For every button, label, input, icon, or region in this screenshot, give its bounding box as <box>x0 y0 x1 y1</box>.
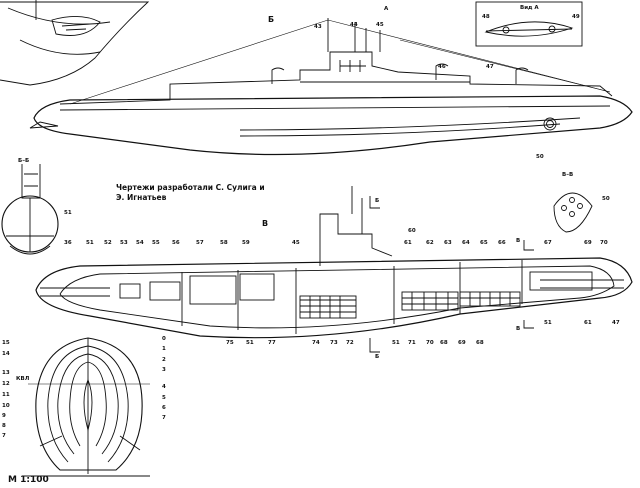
callout: 63 <box>444 240 452 246</box>
section-bb <box>1 164 59 255</box>
frame-number: 9 <box>2 413 6 419</box>
credits-line-1: Чертежи разработали С. Сулига и <box>116 183 265 192</box>
frame-number: 1 <box>162 346 166 352</box>
callout: 44 <box>350 22 358 28</box>
section-vv-label: В–В <box>562 172 573 178</box>
callout: 62 <box>426 240 434 246</box>
callout: 51 <box>544 320 552 326</box>
callout: 46 <box>438 64 446 70</box>
view-a-arrow-label: А <box>384 6 389 12</box>
callout: 50 <box>536 154 544 160</box>
frame-number: 2 <box>162 357 166 363</box>
side-view-b <box>29 18 633 156</box>
frame-number: 7 <box>162 415 166 421</box>
frame-number: 12 <box>2 381 10 387</box>
callout: 60 <box>408 228 416 234</box>
callout: 61 <box>404 240 412 246</box>
frame-number: 6 <box>162 405 166 411</box>
callout: 36 <box>64 240 72 246</box>
scale-label: М 1:100 <box>8 475 49 485</box>
callout: 53 <box>120 240 128 246</box>
callout: 68 <box>440 340 448 346</box>
callout: 69 <box>458 340 466 346</box>
callout: 47 <box>612 320 620 326</box>
callout: 51 <box>64 210 72 216</box>
callout: 77 <box>268 340 276 346</box>
frame-number: 0 <box>162 336 166 342</box>
callout: 51 <box>86 240 94 246</box>
view-v-label: В <box>262 219 268 228</box>
perspective-sketch <box>0 0 150 86</box>
vid-a-label: Вид А <box>520 5 539 11</box>
section-bb-label: Б–Б <box>18 158 29 164</box>
frame-body-plan <box>22 337 150 477</box>
credits-line-2: Э. Игнатьев <box>116 193 167 202</box>
frame-number: 14 <box>2 351 10 357</box>
callout: 73 <box>330 340 338 346</box>
callout: 70 <box>600 240 608 246</box>
frame-number: 8 <box>2 423 6 429</box>
callout: 56 <box>172 240 180 246</box>
callout: 67 <box>544 240 552 246</box>
callout: 74 <box>312 340 320 346</box>
callout: 49 <box>572 14 580 20</box>
cut-v-bottom-label: В <box>516 326 520 332</box>
callout: 47 <box>486 64 494 70</box>
frame-number: 3 <box>162 367 166 373</box>
frame-number: 10 <box>2 403 10 409</box>
cut-v-top-label: В <box>516 238 520 244</box>
frame-number: 11 <box>2 392 10 398</box>
callout: 48 <box>482 14 490 20</box>
callout: 66 <box>498 240 506 246</box>
callout: 45 <box>292 240 300 246</box>
callout: 72 <box>346 340 354 346</box>
kvl-label: КВЛ <box>16 376 30 382</box>
frame-number: 13 <box>2 370 10 376</box>
callout: 51 <box>246 340 254 346</box>
frame-number: 15 <box>2 340 10 346</box>
callout: 58 <box>220 240 228 246</box>
callout: 57 <box>196 240 204 246</box>
callout: 64 <box>462 240 470 246</box>
callout: 68 <box>476 340 484 346</box>
labels: Б А Вид А Б–Б В–В В Б Б В В КВЛ Чертежи … <box>2 5 620 485</box>
cut-b-top-label: Б <box>375 198 379 204</box>
frame-number: 7 <box>2 433 6 439</box>
frame-number: 5 <box>162 395 166 401</box>
callout: 52 <box>104 240 112 246</box>
view-a-inset <box>475 1 583 47</box>
frame-number: 4 <box>162 384 166 390</box>
callout: 54 <box>136 240 144 246</box>
frame-numbers-left: 15 14 13 12 11 10 9 8 7 <box>2 340 10 439</box>
callout: 43 <box>314 24 322 30</box>
callout: 61 <box>584 320 592 326</box>
longitudinal-section-v <box>35 186 633 353</box>
callout: 71 <box>408 340 416 346</box>
callout: 69 <box>584 240 592 246</box>
section-vv <box>553 192 593 233</box>
callout: 65 <box>480 240 488 246</box>
callout: 50 <box>602 196 610 202</box>
cut-b-bottom-label: Б <box>375 354 379 360</box>
callout: 45 <box>376 22 384 28</box>
callout: 70 <box>426 340 434 346</box>
frame-numbers-right: 0 1 2 3 4 5 6 7 <box>162 336 166 421</box>
callout: 59 <box>242 240 250 246</box>
view-b-label: Б <box>268 15 274 24</box>
callout: 51 <box>392 340 400 346</box>
callout: 75 <box>226 340 234 346</box>
callout: 55 <box>152 240 160 246</box>
